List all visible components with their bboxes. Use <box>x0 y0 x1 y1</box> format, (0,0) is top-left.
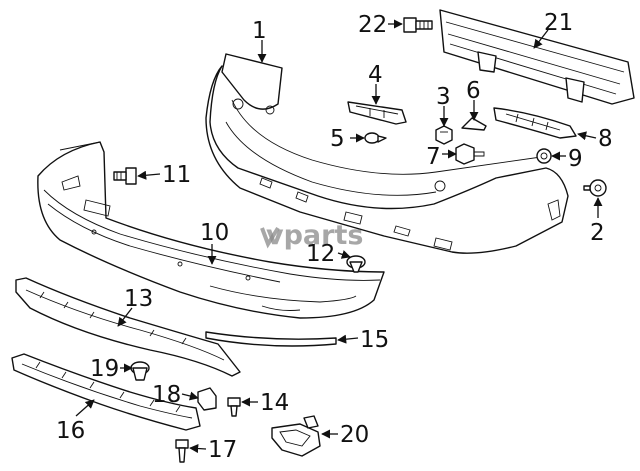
mounting-bolt <box>113 167 137 185</box>
grommet <box>130 361 150 381</box>
rivet <box>583 179 607 197</box>
callout-14: 14 <box>260 390 289 416</box>
watermark: vparts <box>260 220 363 251</box>
lower-deflector <box>15 277 241 377</box>
callout-21: 21 <box>544 10 573 36</box>
push-fastener <box>346 255 366 273</box>
trim-strip <box>205 331 337 347</box>
callout-6: 6 <box>466 78 481 104</box>
watermark-text: vparts <box>266 220 363 251</box>
callout-5: 5 <box>330 126 345 152</box>
callout-20: 20 <box>340 422 369 448</box>
callout-9: 9 <box>568 146 583 172</box>
retainer-clip <box>536 148 552 164</box>
clip <box>461 117 487 131</box>
callout-2: 2 <box>590 220 605 246</box>
callout-22: 22 <box>358 12 387 38</box>
callout-3: 3 <box>436 84 451 110</box>
leader-lines <box>75 19 603 454</box>
callout-11: 11 <box>162 162 191 188</box>
callout-17: 17 <box>208 437 237 463</box>
callout-7: 7 <box>426 144 441 170</box>
bolt <box>403 17 433 33</box>
reinforcement-beam <box>439 9 635 105</box>
skid-plate <box>11 353 201 431</box>
screw <box>364 132 387 144</box>
callout-8: 8 <box>598 126 613 152</box>
nut <box>435 125 453 145</box>
lower-bumper-cover <box>37 141 385 319</box>
callout-12: 12 <box>306 241 335 267</box>
upper-bumper-cover <box>205 53 569 254</box>
reflector-lamp <box>271 415 321 457</box>
tapping-screw <box>227 397 241 417</box>
grommet-nut <box>455 143 485 165</box>
clip-nut <box>197 387 217 411</box>
callout-10: 10 <box>200 220 229 246</box>
callout-15: 15 <box>360 327 389 353</box>
callout-1: 1 <box>252 18 267 44</box>
callout-18: 18 <box>152 382 181 408</box>
callout-19: 19 <box>90 356 119 382</box>
callout-4: 4 <box>368 62 383 88</box>
callout-16: 16 <box>56 418 85 444</box>
flange-bolt <box>175 439 189 463</box>
bumper-bracket <box>347 101 407 125</box>
side-bracket <box>493 107 577 139</box>
callout-labels: 1 2 3 4 5 6 7 8 9 10 11 12 13 14 15 16 1… <box>56 10 613 463</box>
callout-13: 13 <box>124 286 153 312</box>
